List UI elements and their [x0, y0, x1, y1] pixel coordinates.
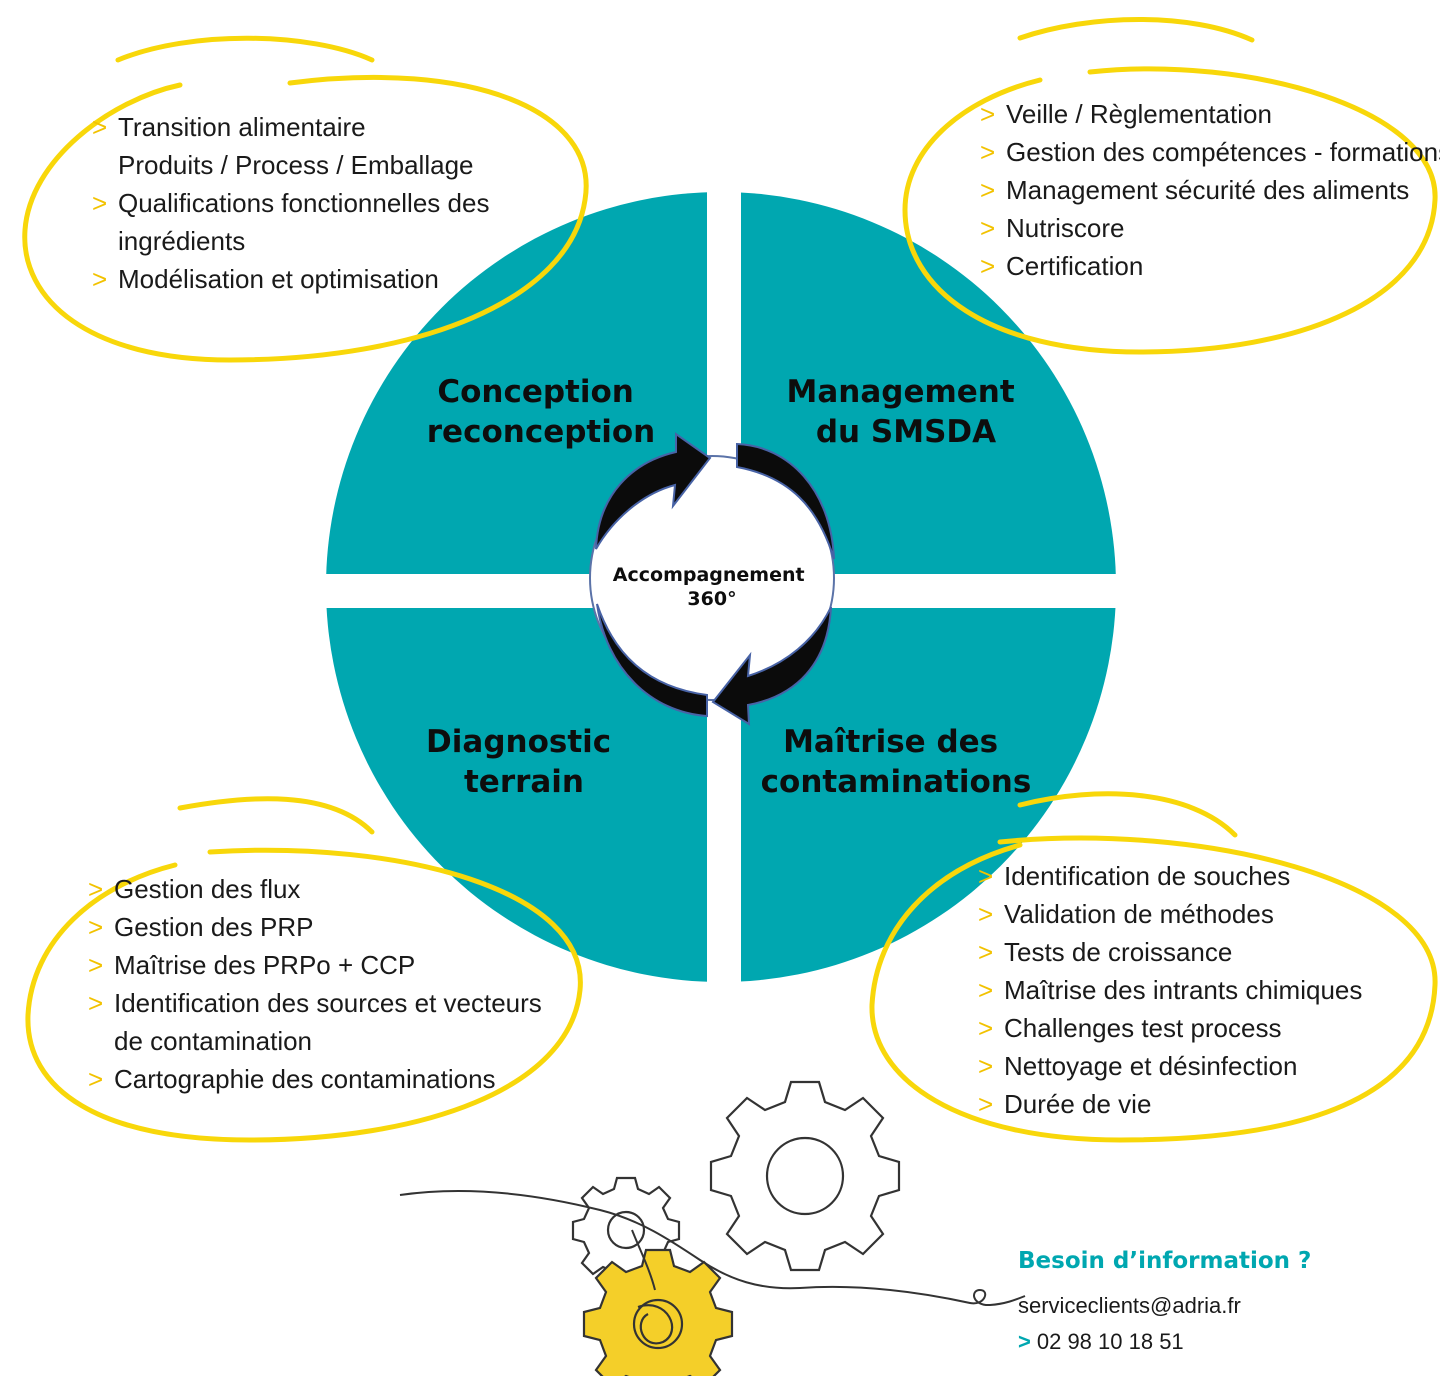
- bullet-marker-icon: >: [88, 874, 104, 904]
- quadrant-bottom-right-line1: Maîtrise des: [783, 724, 998, 760]
- list-item-text: Challenges test process: [1004, 1013, 1282, 1043]
- contact-block: Besoin d’information ? serviceclients@ad…: [1018, 1248, 1311, 1360]
- list-item-text: Identification de souches: [1004, 861, 1291, 891]
- list-item-text: Maîtrise des PRPo + CCP: [114, 950, 416, 980]
- bullet-marker-icon: >: [980, 137, 996, 167]
- bullet-marker-icon: >: [978, 899, 994, 929]
- bullet-marker-icon: >: [980, 175, 996, 205]
- bullet-marker-icon: >: [88, 912, 104, 942]
- quadrant-top-left-title: Conception reconception: [427, 374, 655, 450]
- list-item: > Tests de croissance: [978, 933, 1362, 971]
- list-item-text: Cartographie des contaminations: [114, 1064, 496, 1094]
- list-item: > Validation de méthodes: [978, 895, 1362, 933]
- bubble-bottom-right-list: > Identification de souches > Validation de…: [978, 857, 1362, 1123]
- bubble-outlines: [22, 17, 1438, 1143]
- bullet-marker-icon: >: [980, 251, 996, 281]
- quadrant-bottom-left-title: Diagnostic terrain: [426, 724, 622, 800]
- center-label: Accompagnement 360°: [613, 564, 811, 610]
- list-item-text: Nettoyage et désinfection: [1004, 1051, 1298, 1081]
- list-item-text: Qualifications fonctionnelles des: [118, 188, 490, 218]
- list-item: > Modélisation et optimisation: [92, 260, 489, 298]
- bubble-bottom-left-list: > Gestion des flux > Gestion des PRP > Maîtri…: [88, 870, 542, 1098]
- bullet-marker-icon: >: [88, 950, 104, 980]
- bullet-marker-icon: >: [978, 1089, 994, 1119]
- list-item-text: Maîtrise des intrants chimiques: [1004, 975, 1363, 1005]
- bullet-marker-icon: >: [978, 975, 994, 1005]
- bullet-marker-icon: >: [978, 1051, 994, 1081]
- list-item: > Gestion des compétences - formations: [980, 133, 1440, 171]
- quadrant-bottom-right-title: Maîtrise des contaminations: [761, 724, 1032, 800]
- center-disc: [589, 455, 835, 701]
- list-item: > Durée de vie: [978, 1085, 1362, 1123]
- list-item-text: Durée de vie: [1004, 1089, 1152, 1119]
- quadrant-top-right-line1: Management: [787, 374, 1015, 410]
- list-item-text: Gestion des PRP: [114, 912, 314, 942]
- list-item: > Cartographie des contaminations: [88, 1060, 542, 1098]
- list-item-continuation: ingrédients: [118, 226, 246, 256]
- bullet-marker-icon: >: [88, 1064, 104, 1094]
- bubble-top-right-list: > Veille / Règlementation > Gestion des com…: [980, 95, 1440, 285]
- chevron-right-icon: >: [1018, 1329, 1031, 1354]
- list-item-text: Validation de méthodes: [1004, 899, 1274, 929]
- list-item-text: Nutriscore: [1006, 213, 1125, 243]
- quadrant-top-right-title: Management du SMSDA: [787, 374, 1026, 450]
- bullet-marker-icon: >: [92, 112, 108, 142]
- list-item: > Identification de souches: [978, 857, 1362, 895]
- list-item: > Management sécurité des aliments: [980, 171, 1440, 209]
- bullet-marker-icon: >: [980, 99, 996, 129]
- list-item-text: Gestion des compétences - formations: [1006, 137, 1440, 167]
- gear-icon: [399, 1080, 1026, 1376]
- list-item: > Nutriscore: [980, 209, 1440, 247]
- quadrant-bottom-right-line2: contaminations: [761, 764, 1032, 800]
- list-item: > Identification des sources et vecteurs d…: [88, 984, 542, 1060]
- bullet-marker-icon: >: [978, 937, 994, 967]
- bullet-marker-icon: >: [92, 264, 108, 294]
- list-item: > Challenges test process: [978, 1009, 1362, 1047]
- contact-title: Besoin d’information ?: [1018, 1248, 1312, 1274]
- contact-phone[interactable]: >02 98 10 18 51: [1018, 1324, 1311, 1360]
- center-label-line2: 360°: [687, 588, 736, 610]
- bubble-top-right: [902, 66, 1438, 355]
- list-item-text: Modélisation et optimisation: [118, 264, 439, 294]
- center-label-line1: Accompagnement: [613, 564, 805, 586]
- contact-phone-text: 02 98 10 18 51: [1036, 1329, 1184, 1354]
- list-item-continuation: de contamination: [114, 1026, 313, 1056]
- quadrant-bottom-left-line2: terrain: [464, 764, 584, 800]
- list-item: > Maîtrise des PRPo + CCP: [88, 946, 542, 984]
- bullet-marker-icon: >: [88, 988, 104, 1018]
- contact-email-text: serviceclients@adria.fr: [1018, 1293, 1241, 1318]
- list-item: > Veille / Règlementation: [980, 95, 1440, 133]
- bullet-marker-icon: >: [978, 1013, 994, 1043]
- list-item: > Gestion des PRP: [88, 908, 542, 946]
- bubble-bottom-left: [25, 847, 583, 1143]
- cycle-arrow-icon: [595, 432, 835, 726]
- list-item: > Qualifications fonctionnelles des ingréd…: [92, 184, 489, 260]
- list-item-continuation: Produits / Process / Emballage: [118, 150, 474, 180]
- bubble-bottom-right: [869, 835, 1438, 1143]
- list-item-text: Gestion des flux: [114, 874, 301, 904]
- contact-email[interactable]: serviceclients@adria.fr: [1018, 1288, 1311, 1324]
- bullet-marker-icon: >: [92, 188, 108, 218]
- list-item-text: Management sécurité des aliments: [1006, 175, 1410, 205]
- doodle-line: [399, 1189, 1026, 1307]
- list-item-text: Transition alimentaire: [118, 112, 366, 142]
- list-item-text: Certification: [1006, 251, 1144, 281]
- list-item: > Gestion des flux: [88, 870, 542, 908]
- list-item: > Maîtrise des intrants chimiques: [978, 971, 1362, 1009]
- quadrant-top-left-line1: Conception: [437, 374, 634, 410]
- bubble-top-left: [22, 75, 589, 363]
- list-item-text: Veille / Règlementation: [1006, 99, 1272, 129]
- bullet-marker-icon: >: [978, 861, 994, 891]
- bullet-marker-icon: >: [980, 213, 996, 243]
- quadrant-top-right-line2: du SMSDA: [816, 414, 996, 450]
- list-item: > Certification: [980, 247, 1440, 285]
- list-item: > Nettoyage et désinfection: [978, 1047, 1362, 1085]
- quadrant-top-left-line2: reconception: [427, 414, 655, 450]
- list-item-text: Identification des sources et vecteurs: [114, 988, 542, 1018]
- list-item-text: Tests de croissance: [1004, 937, 1233, 967]
- quadrant-bottom-left-line1: Diagnostic: [426, 724, 611, 760]
